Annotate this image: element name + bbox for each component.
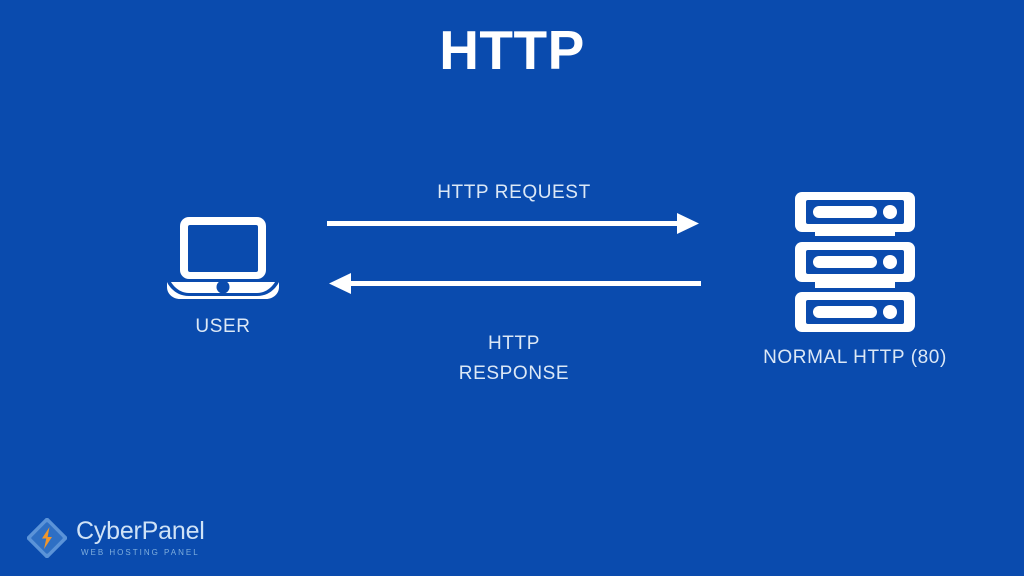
user-label: USER <box>195 316 251 337</box>
cyberpanel-diamond-bolt-icon <box>26 517 68 559</box>
cyberpanel-logo-text: CyberPanel WEB HOSTING PANEL <box>76 519 205 557</box>
server-label: NORMAL HTTP (80) <box>763 347 947 368</box>
http-response-label: HTTP RESPONSE <box>330 329 698 389</box>
page-title: HTTP <box>439 19 585 81</box>
http-response-arrow <box>325 266 703 302</box>
http-request-arrow <box>325 206 703 242</box>
http-request-label: HTTP REQUEST <box>437 182 591 203</box>
http-response-label-line1: HTTP <box>487 333 540 354</box>
user-node: USER <box>133 215 313 360</box>
cyberpanel-wordmark: CyberPanel <box>76 517 205 545</box>
cyberpanel-tagline: WEB HOSTING PANEL <box>80 548 200 557</box>
http-response-label-line2: RESPONSE <box>458 363 570 385</box>
laptop-icon <box>163 215 283 300</box>
server-rack-icon <box>793 190 917 335</box>
server-node: NORMAL HTTP (80) <box>735 190 975 385</box>
cyberpanel-logo: CyberPanel WEB HOSTING PANEL <box>26 517 205 559</box>
